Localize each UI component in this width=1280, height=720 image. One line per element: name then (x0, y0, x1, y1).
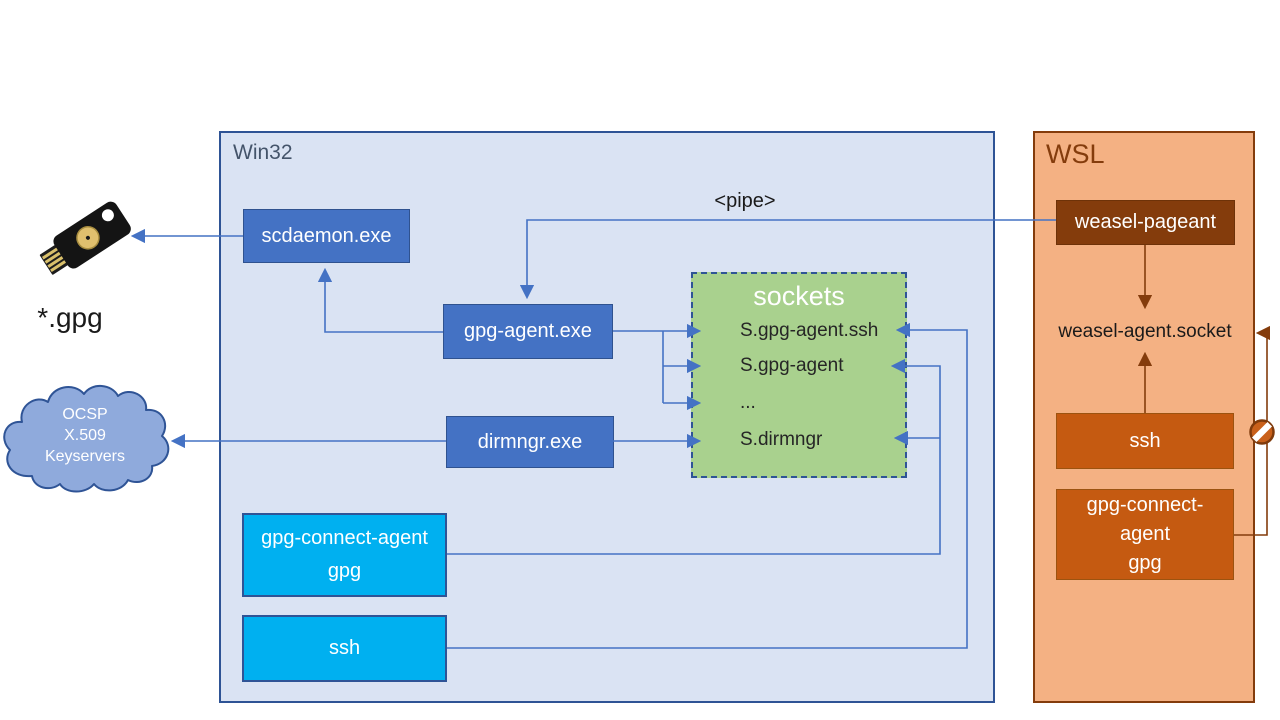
wsl-label: WSL (1046, 139, 1105, 169)
gpg-agent-label: gpg-agent.exe (464, 320, 592, 342)
cloud-label-line2: X.509 (64, 427, 106, 444)
win32-label: Win32 (233, 141, 293, 164)
gpg-agent-node: gpg-agent.exe (443, 304, 613, 359)
wsl-ssh-node: ssh (1056, 413, 1234, 469)
keyservers-cloud-icon (0, 376, 172, 504)
socket-entry-gpg-agent: S.gpg-agent (740, 355, 844, 376)
weasel-pageant-node: weasel-pageant (1056, 200, 1235, 245)
gpg-connect-agent-label-line1: gpg-connect-agent (261, 527, 428, 549)
wsl-gpg-connect-label-line2: agent (1119, 523, 1171, 545)
yubikey-icon (36, 190, 146, 285)
keyservers-cloud-label: OCSP X.509 Keyservers (14, 404, 156, 467)
socket-entry-dirmngr: S.dirmngr (740, 429, 823, 450)
cloud-label-line1: OCSP (62, 406, 108, 423)
scdaemon-label: scdaemon.exe (261, 224, 392, 247)
win32-gpg-connect-agent-node: gpg-connect-agent gpg (242, 513, 447, 597)
wsl-gpg-connect-agent-node: gpg-connect- agent gpg (1056, 489, 1234, 580)
win32-ssh-node: ssh (242, 615, 447, 682)
pipe-annotation: <pipe> (714, 190, 776, 212)
sockets-title: sockets (753, 281, 845, 311)
win32-ssh-label: ssh (328, 637, 361, 659)
wsl-ssh-label: ssh (1129, 429, 1161, 452)
weasel-agent-socket-label: weasel-agent.socket (1058, 321, 1232, 342)
socket-entry-ellipsis: ... (740, 392, 756, 413)
dirmngr-label: dirmngr.exe (477, 430, 583, 453)
cloud-label-line3: Keyservers (44, 448, 126, 465)
gpg-files-label: *.gpg (37, 302, 103, 333)
wsl-gpg-connect-label-line3: gpg (1128, 552, 1162, 574)
gpg-connect-agent-label-line2: gpg (327, 560, 362, 582)
wsl-gpg-connect-label-line1: gpg-connect- (1086, 494, 1204, 516)
socket-entry-gpg-agent-ssh: S.gpg-agent.ssh (740, 320, 879, 341)
scdaemon-node: scdaemon.exe (243, 209, 410, 263)
dirmngr-node: dirmngr.exe (446, 416, 614, 468)
weasel-pageant-label: weasel-pageant (1074, 211, 1217, 233)
